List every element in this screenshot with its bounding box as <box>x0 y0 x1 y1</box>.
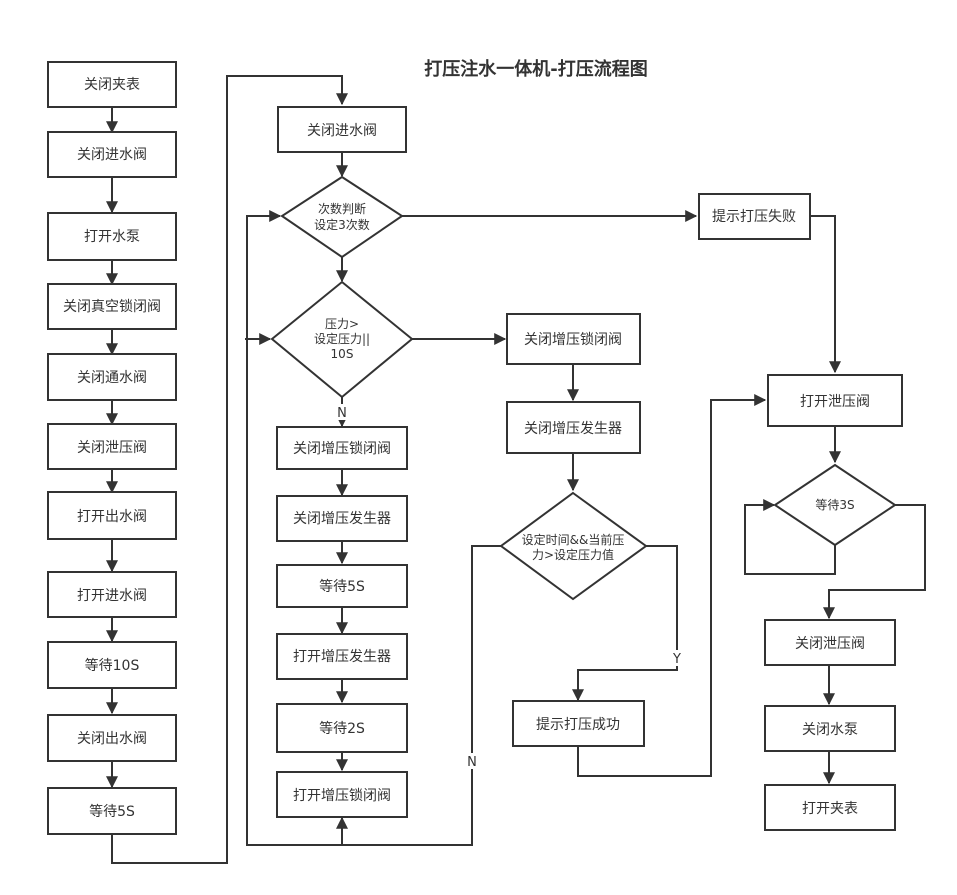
node-label: 关闭水泵 <box>802 722 858 738</box>
process-node[interactable]: 关闭水泵 <box>764 705 896 752</box>
process-node[interactable]: 打开夹表 <box>764 784 896 831</box>
node-label: 打开进水阀 <box>77 587 147 604</box>
process-node-fail[interactable]: 提示打压失败 <box>698 193 811 240</box>
node-label: 打开夹表 <box>802 800 858 817</box>
process-node[interactable]: 打开进水阀 <box>47 571 177 618</box>
node-label: 关闭增压发生器 <box>524 421 622 437</box>
process-node[interactable]: 关闭出水阀 <box>47 714 177 762</box>
process-node[interactable]: 关闭进水阀 <box>277 106 407 153</box>
process-node-success[interactable]: 提示打压成功 <box>512 700 645 747</box>
process-node[interactable]: 等待5S <box>47 787 177 835</box>
edge <box>823 504 926 620</box>
process-node[interactable]: 打开泄压阀 <box>767 374 903 427</box>
node-label: 打开水泵 <box>84 228 140 245</box>
edge-label-yes: Y <box>672 652 681 667</box>
node-label: 提示打压失败 <box>712 208 796 225</box>
decision-label-line: 力>设定压力值 <box>532 547 614 562</box>
edge-success-to-relief <box>577 394 767 777</box>
decision-label-line: 设定时间&&当前压 <box>522 532 625 547</box>
process-node[interactable]: 打开出水阀 <box>47 491 177 540</box>
decision-label-line: 压力> <box>325 317 359 331</box>
process-node[interactable]: 关闭进水阀 <box>47 131 177 178</box>
node-label: 打开增压发生器 <box>293 648 391 665</box>
edge-loop-to-count-check <box>246 210 342 846</box>
decision-label-line: 10S <box>331 347 354 361</box>
edge-to-middle-column <box>111 75 348 864</box>
node-label: 关闭进水阀 <box>307 123 377 139</box>
decision-time-check[interactable]: 设定时间&&当前压 力>设定压力值 <box>499 491 648 601</box>
edge-yes-to-success <box>572 545 678 702</box>
node-label: 关闭增压锁闭阀 <box>293 441 391 457</box>
edge-fail-to-relief <box>810 215 841 374</box>
decision-label-line: 等待3S <box>815 498 854 512</box>
node-label: 关闭泄压阀 <box>77 440 147 456</box>
node-label: 提示打压成功 <box>536 716 620 733</box>
decision-label-line: 次数判断 <box>318 201 366 216</box>
diagram-title: 打压注水一体机-打压流程图 <box>424 58 647 80</box>
node-label: 等待5S <box>319 578 365 595</box>
node-label: 关闭真空锁闭阀 <box>63 299 161 315</box>
decision-count-check[interactable]: 次数判断 设定3次数 <box>280 175 404 259</box>
decision-pressure-check[interactable]: 压力> 设定压力|| 10S <box>270 280 414 399</box>
node-label: 等待2S <box>319 720 365 737</box>
edge-label-no: N <box>337 406 347 421</box>
node-label: 打开泄压阀 <box>800 393 870 410</box>
process-node[interactable]: 打开增压锁闭阀 <box>276 771 408 818</box>
node-label: 等待10S <box>85 657 140 674</box>
decision-wait-3s[interactable]: 等待3S <box>773 463 897 547</box>
node-label: 关闭增压锁闭阀 <box>524 332 622 348</box>
node-label: 关闭泄压阀 <box>795 636 865 652</box>
process-node[interactable]: 等待10S <box>47 641 177 689</box>
process-node[interactable]: 关闭泄压阀 <box>764 619 896 666</box>
process-node[interactable]: 关闭增压发生器 <box>506 401 641 454</box>
process-node[interactable]: 打开增压发生器 <box>276 633 408 680</box>
process-node[interactable]: 关闭泄压阀 <box>47 423 177 470</box>
process-node[interactable]: 关闭夹表 <box>47 61 177 108</box>
process-node[interactable]: 关闭真空锁闭阀 <box>47 283 177 330</box>
node-label: 打开增压锁闭阀 <box>293 787 391 804</box>
edge-wait-loop <box>744 499 836 575</box>
process-node[interactable]: 关闭增压锁闭阀 <box>276 426 408 470</box>
process-node[interactable]: 打开水泵 <box>47 212 177 261</box>
decision-label-line: 设定压力|| <box>314 331 370 346</box>
edge-label-no: N <box>467 755 477 770</box>
process-node[interactable]: 关闭通水阀 <box>47 353 177 401</box>
node-label: 关闭进水阀 <box>77 147 147 163</box>
node-label: 关闭夹表 <box>84 77 140 93</box>
node-label: 打开出水阀 <box>77 508 147 525</box>
right-column: 打开泄压阀 等待3S 关闭泄压阀 关闭水泵 打开夹表 <box>764 374 903 831</box>
node-label: 关闭增压发生器 <box>293 511 391 527</box>
edge-no-from-time-check <box>336 545 501 846</box>
decision-label-line: 设定3次数 <box>314 217 370 232</box>
edges <box>106 75 926 864</box>
node-label: 关闭通水阀 <box>77 370 147 386</box>
process-node[interactable]: 等待5S <box>276 564 408 608</box>
node-label: 等待5S <box>89 803 135 820</box>
third-column: 提示打压失败 关闭增压锁闭阀 关闭增压发生器 设定时间&&当前压 力>设定压力值… <box>499 193 811 747</box>
middle-column: 关闭进水阀 次数判断 设定3次数 压力> 设定压力|| 10S 关闭增压锁闭阀 … <box>270 106 414 818</box>
left-column: 关闭夹表 关闭进水阀 打开水泵 关闭真空锁闭阀 关闭通水阀 关闭泄压阀 打开出水… <box>47 61 177 835</box>
process-node[interactable]: 关闭增压锁闭阀 <box>506 313 641 365</box>
process-node[interactable]: 等待2S <box>276 703 408 753</box>
process-node[interactable]: 关闭增压发生器 <box>276 495 408 542</box>
node-label: 关闭出水阀 <box>77 731 147 747</box>
